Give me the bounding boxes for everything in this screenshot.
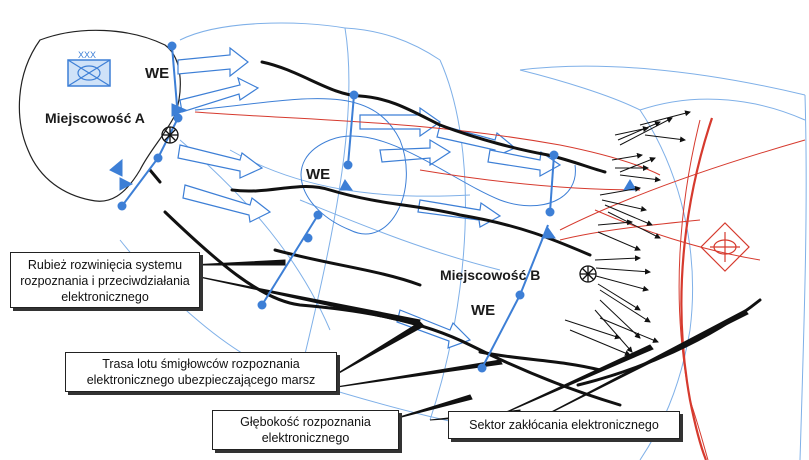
unit-symbol-icon: [67, 59, 111, 87]
town-a-boundary: [18, 29, 181, 202]
blue-unit-lines: [121, 45, 555, 369]
callout-jamming-sector: Sektor zakłócania elektronicznego: [448, 411, 680, 439]
blue-flag-icons: [109, 103, 637, 239]
town-a-icon: [161, 126, 179, 144]
town-b-label: Miejscowość B: [440, 267, 541, 283]
we-label-1: WE: [145, 65, 170, 82]
we-label-3: WE: [471, 302, 496, 319]
jamming-lines: [194, 111, 806, 460]
recon-range-arcs: [119, 22, 807, 460]
we-label-2: WE: [306, 166, 331, 183]
jamming-sector-arc: [680, 117, 714, 460]
callout-leaders: [189, 259, 749, 421]
town-a-label: Miejscowość A: [45, 110, 145, 126]
enemy-unit-icon: [700, 222, 750, 272]
callout-deployment-line: Rubież rozwinięcia systemu rozpoznania i…: [10, 252, 200, 308]
blue-nodes: [117, 41, 559, 373]
callout-recon-depth: Głębokość rozpoznania elektronicznego: [212, 410, 399, 450]
helicopter-route-line: [194, 98, 576, 235]
town-b-icon: [579, 265, 597, 283]
jamming-arrow-fan: [564, 110, 691, 356]
callout-helicopter-route: Trasa lotu śmigłowców rozpoznania elektr…: [65, 352, 337, 392]
unit-marking: XXX: [78, 50, 96, 60]
